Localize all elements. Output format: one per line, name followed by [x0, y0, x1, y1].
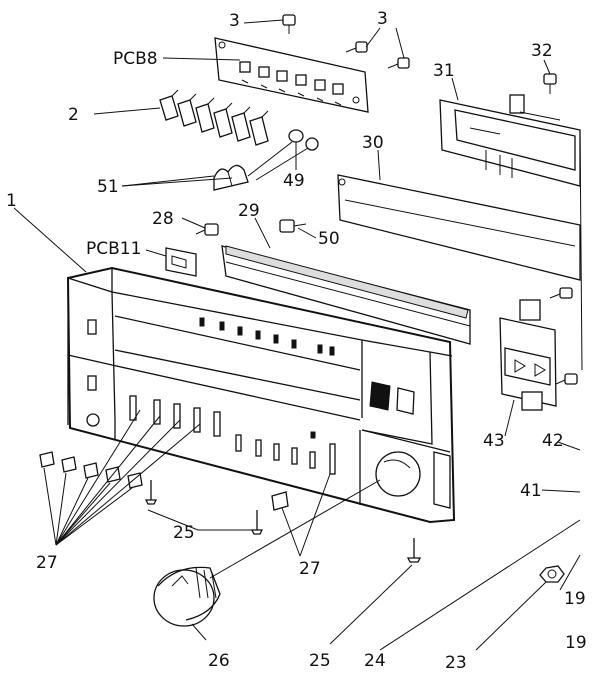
switch-caps-2 — [159, 89, 269, 146]
label-49: 49 — [283, 171, 305, 191]
pcb8-board — [214, 37, 369, 113]
label-2: 2 — [68, 105, 79, 125]
bracket-43 — [499, 299, 557, 411]
label-19-upper: 19 — [564, 589, 586, 609]
label-19-lower: 19 — [565, 633, 587, 653]
screw-25-right — [406, 538, 422, 563]
label-3-top: 3 — [229, 11, 240, 31]
front-panel-1 — [66, 266, 456, 524]
label-25-bottom: 25 — [309, 651, 331, 671]
label-32: 32 — [531, 41, 553, 61]
label-28: 28 — [152, 209, 174, 229]
screw-32 — [543, 73, 557, 94]
label-31: 31 — [433, 61, 455, 81]
nut-23 — [539, 565, 565, 583]
label-26: 26 — [208, 651, 230, 671]
label-41: 41 — [520, 481, 542, 501]
display-window-29 — [221, 245, 471, 345]
label-27-right: 27 — [299, 559, 321, 579]
pcb11-board — [165, 247, 197, 277]
label-51: 51 — [97, 177, 119, 197]
screw-28 — [195, 223, 219, 236]
label-24: 24 — [364, 651, 386, 671]
part-labels: 3 3 PCB8 32 31 2 30 51 49 1 28 29 50 PCB… — [6, 9, 587, 673]
screw-3-mid — [345, 41, 368, 53]
label-25-left: 25 — [173, 523, 195, 543]
right-frame-line — [579, 129, 583, 371]
label-27-left: 27 — [36, 553, 58, 573]
part-31-bracket — [439, 94, 581, 187]
panel-30 — [337, 174, 581, 281]
screw-43-bottom — [555, 373, 578, 385]
screw-3-top — [282, 14, 296, 34]
label-43: 43 — [483, 431, 505, 451]
knob-26 — [153, 566, 221, 627]
label-29: 29 — [238, 201, 260, 221]
button-caps-27 — [39, 451, 289, 511]
label-1: 1 — [6, 191, 17, 211]
label-23: 23 — [445, 653, 467, 673]
label-pcb11: PCB11 — [86, 239, 141, 259]
leader-lines — [13, 19, 581, 651]
label-42: 42 — [542, 431, 564, 451]
screw-25-mid — [250, 510, 264, 535]
screw-43-top — [549, 287, 573, 299]
label-pcb8: PCB8 — [113, 49, 158, 69]
label-30: 30 — [362, 133, 384, 153]
screw-3-right — [387, 57, 410, 69]
label-50: 50 — [318, 229, 340, 249]
label-3-right: 3 — [377, 9, 388, 29]
screw-50 — [279, 219, 307, 233]
screw-25-left — [144, 480, 158, 505]
